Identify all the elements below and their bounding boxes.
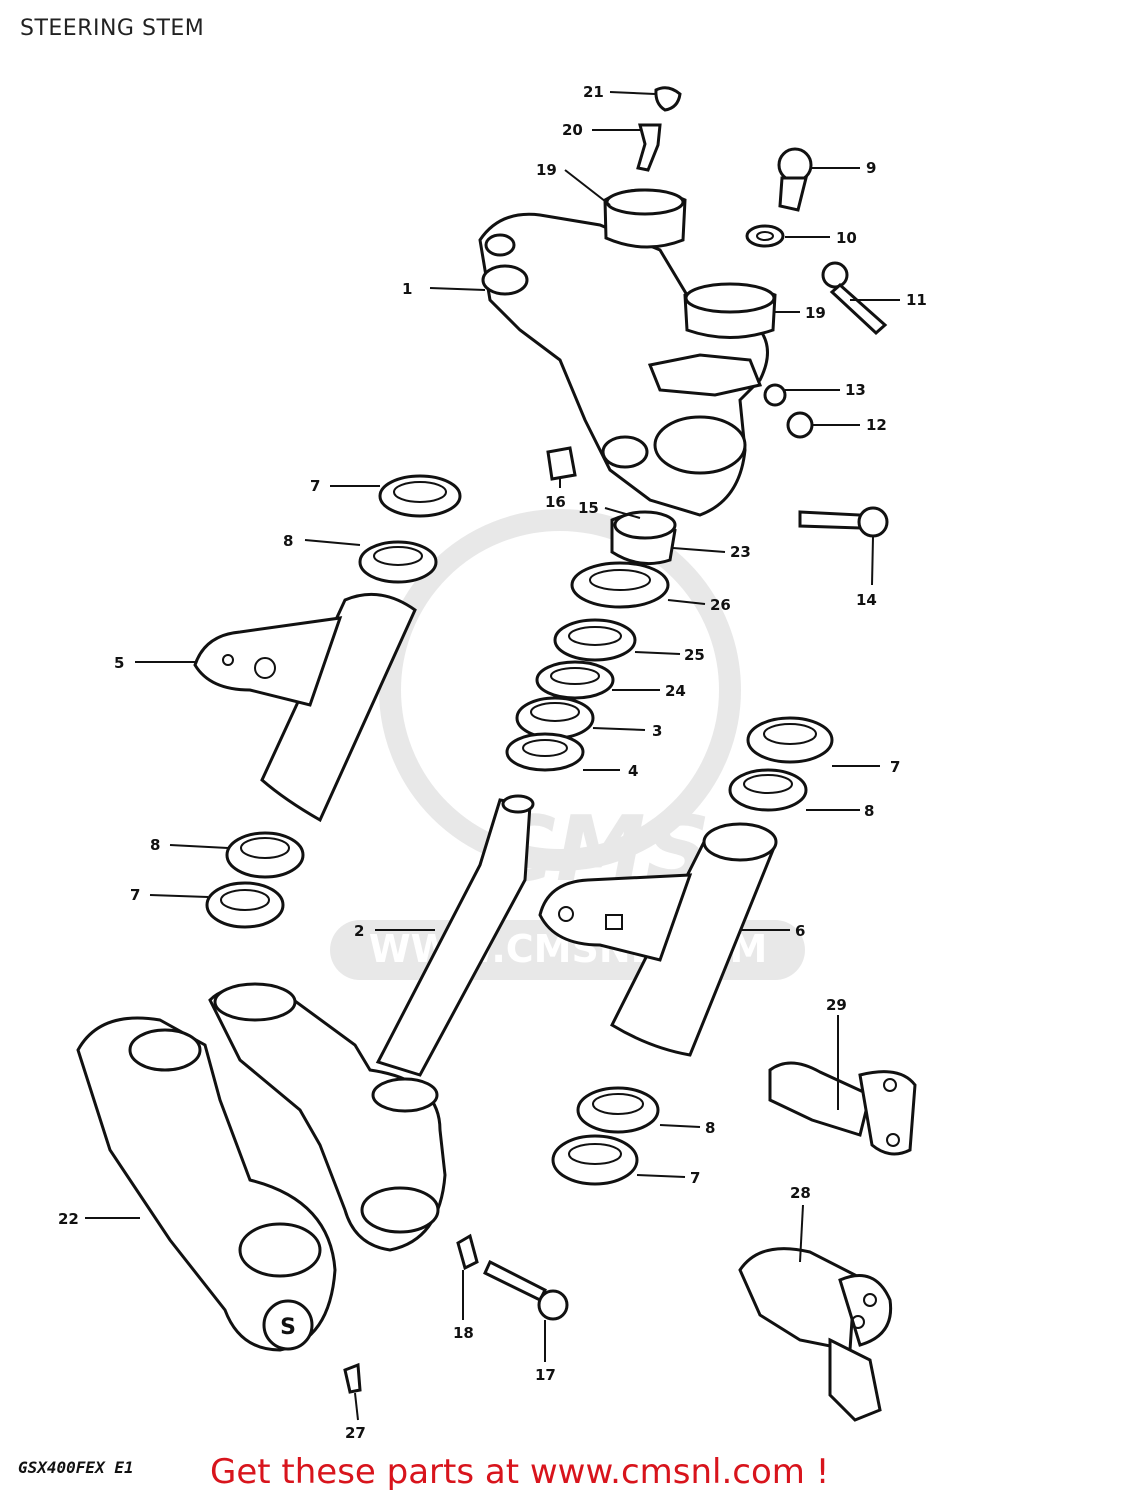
washer-26: [570, 561, 670, 609]
callout-22: 22: [58, 1210, 79, 1228]
cap-21: [654, 86, 682, 112]
callout-14: 14: [856, 591, 877, 609]
callout-7-lower-right: 7: [690, 1169, 700, 1187]
screw-27: [343, 1362, 362, 1394]
bolt-14: [798, 506, 889, 538]
callout-11: 11: [906, 291, 927, 309]
bearing-3: [515, 696, 595, 740]
headlight-bracket-left-5: [193, 592, 417, 823]
upper-bracket: [478, 212, 769, 517]
callout-labels: 21 20 19 9 10 11 1 19 13 12 16 15 14 23 …: [58, 83, 927, 1442]
washer-10: [745, 224, 785, 248]
callout-8-lower-right: 8: [705, 1119, 715, 1137]
callout-21: 21: [583, 83, 604, 101]
callout-25: 25: [684, 646, 705, 664]
callout-8-upper-left: 8: [283, 532, 293, 550]
callout-6: 6: [795, 922, 805, 940]
cap-12: [786, 411, 814, 439]
seal-7-upper-right: [746, 716, 834, 764]
nut-16: [546, 446, 577, 481]
handlebar-clamp-lower: [683, 282, 777, 339]
dust-seal-25: [553, 618, 637, 662]
callout-7-upper-right: 7: [890, 758, 900, 776]
model-code: GSX400FEX E1: [18, 1458, 134, 1477]
callout-3: 3: [652, 722, 662, 740]
ring-8-lower-left: [225, 831, 305, 879]
callout-12: 12: [866, 416, 887, 434]
callout-13: 13: [845, 381, 866, 399]
headlight-bracket-right-6: [538, 822, 778, 1057]
bolt-11: [821, 261, 888, 336]
callout-8-lower-left: 8: [150, 836, 160, 854]
callout-29: 29: [826, 996, 847, 1014]
callout-18: 18: [453, 1324, 474, 1342]
seal-7-upper-left: [378, 474, 462, 518]
screw-18: [456, 1233, 479, 1271]
lower-bracket: [208, 982, 447, 1252]
callout-2: 2: [354, 922, 364, 940]
seal-7-lower-left: [205, 881, 285, 929]
steering-lock-29: [768, 1061, 917, 1156]
callout-27: 27: [345, 1424, 366, 1442]
callout-24: 24: [665, 682, 686, 700]
callout-19-upper: 19: [536, 161, 557, 179]
nut-23: [610, 510, 677, 566]
callout-4: 4: [628, 762, 638, 780]
callout-8-upper-right: 8: [864, 802, 874, 820]
page-title: STEERING STEM: [20, 16, 205, 41]
seal-7-lower-right: [551, 1134, 639, 1186]
callout-7-lower-left: 7: [130, 886, 140, 904]
leader-lines: [85, 91, 900, 1421]
bearing-24: [535, 660, 615, 700]
promo-link[interactable]: Get these parts at www.cmsnl.com !: [210, 1452, 830, 1492]
callout-26: 26: [710, 596, 731, 614]
callout-5: 5: [114, 654, 124, 672]
nut-13: [763, 383, 787, 407]
callout-1: 1: [402, 280, 412, 298]
bolt-9: [777, 147, 813, 212]
callout-10: 10: [836, 229, 857, 247]
handlebar-clamp-upper: [603, 188, 687, 249]
bolt-20: [636, 123, 662, 172]
callout-17: 17: [535, 1366, 556, 1384]
ring-8-upper-right: [728, 768, 808, 812]
steering-stem-2: [375, 794, 535, 1077]
callout-19-lower: 19: [805, 304, 826, 322]
callout-15: 15: [578, 499, 599, 517]
callout-23: 23: [730, 543, 751, 561]
ring-8-upper-left: [358, 540, 438, 584]
callout-16: 16: [545, 493, 566, 511]
callout-7-upper-left: 7: [310, 477, 320, 495]
svg-text:S: S: [280, 1315, 296, 1340]
bolt-17: [483, 1259, 569, 1321]
lock-cylinder-28: [738, 1247, 893, 1422]
lower-fork-bridge-22: S: [76, 1016, 337, 1352]
callout-9: 9: [866, 159, 876, 177]
callout-20: 20: [562, 121, 583, 139]
ring-8-lower-right: [576, 1086, 660, 1134]
callout-28: 28: [790, 1184, 811, 1202]
washer-4: [505, 732, 585, 772]
